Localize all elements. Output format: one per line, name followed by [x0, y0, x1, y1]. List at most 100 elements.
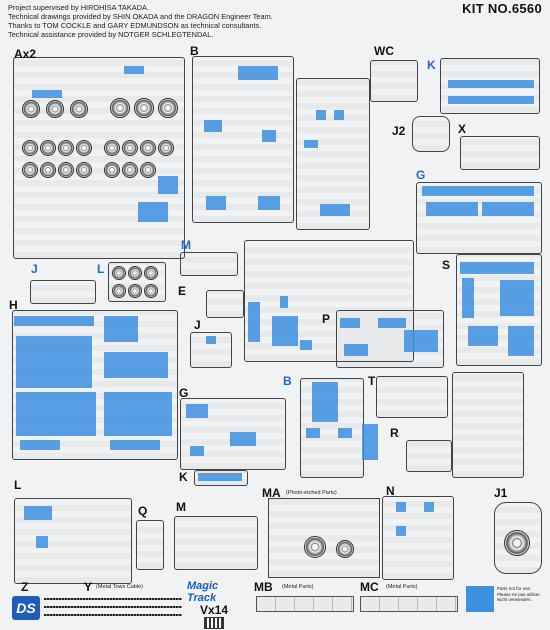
credit-line: Technical drawings provided by SHIN OKAD…: [8, 12, 273, 21]
sprue-label-k: K: [427, 58, 436, 72]
wheel-part: [76, 162, 92, 178]
wheel-part: [112, 266, 126, 280]
magic-track-logo: Magic Track: [187, 580, 219, 604]
highlight-part: [396, 502, 406, 512]
sprue-label-s: S: [442, 258, 451, 272]
highlight-part: [422, 186, 534, 196]
sprue-label-g-mid: G: [179, 386, 189, 400]
highlight-part: [316, 110, 326, 120]
highlight-part: [312, 382, 338, 422]
highlight-part: [468, 326, 498, 346]
sprue-label-j: J: [31, 262, 38, 276]
sprue-n: [382, 496, 454, 580]
wheel-part: [128, 284, 142, 298]
legend-line: Please ne pas utiliser.: [497, 591, 541, 597]
highlight-part: [104, 392, 172, 436]
highlight-part: [344, 344, 368, 356]
sprue-m: [180, 252, 238, 276]
highlight-part: [262, 130, 276, 142]
sprue-sub-mb: (Metal Parts): [282, 584, 314, 590]
sprue-label-m: M: [181, 238, 191, 252]
wheel-part: [22, 100, 40, 118]
highlight-part: [204, 120, 222, 132]
sprue-m-bot: [174, 516, 258, 570]
highlight-part: [14, 316, 94, 326]
sprue-label-b: B: [190, 44, 199, 58]
highlight-part: [16, 392, 96, 436]
sprue-a: [13, 57, 185, 259]
sprue-label-p: P: [322, 312, 331, 326]
track-link-icon: [204, 617, 224, 629]
highlight-part: [238, 66, 278, 80]
sprue-x: [460, 136, 540, 170]
highlight-part: [258, 196, 280, 210]
legend-line: Nicht verwenden.: [497, 597, 532, 603]
sprue-label-x: X: [458, 122, 467, 136]
sprue-label-ax2: Ax2: [14, 47, 37, 61]
wheel-part: [104, 140, 120, 156]
highlight-part: [426, 202, 478, 216]
highlight-part: [396, 526, 406, 536]
highlight-part: [462, 278, 474, 318]
highlight-part: [424, 502, 434, 512]
credit-line: Project supervised by HIROHISA TAKADA.: [8, 3, 150, 12]
sprue-right-tall: [452, 372, 524, 478]
highlight-part: [16, 336, 92, 388]
wheel-part: [122, 162, 138, 178]
highlight-part: [508, 326, 534, 356]
sprue-label-r: R: [390, 426, 399, 440]
wheel-part: [158, 98, 178, 118]
highlight-part: [280, 296, 288, 308]
highlight-part: [304, 140, 318, 148]
highlight-part: [206, 336, 216, 344]
wheel-part: [40, 162, 56, 178]
etched-disc: [304, 536, 326, 558]
sprue-label-z: Z: [21, 580, 29, 594]
hatch-ring: [504, 530, 530, 556]
highlight-part: [306, 428, 320, 438]
sprue-sub-y: (Metal Tows Cable): [96, 584, 143, 590]
kit-number: KIT NO.6560: [462, 1, 542, 16]
credit-line: Thanks to TOM COCKLE and GARY EDMUNDSON …: [8, 21, 262, 30]
wheel-part: [46, 100, 64, 118]
sprue-label-q: Q: [138, 504, 148, 518]
highlight-part: [158, 176, 178, 194]
etched-disc: [336, 540, 354, 558]
sprue-label-e: E: [178, 284, 187, 298]
sprue-label-wc: WC: [374, 44, 394, 58]
highlight-part: [32, 90, 62, 98]
highlight-part: [248, 302, 260, 342]
highlight-part: [404, 330, 438, 352]
highlight-part: [110, 440, 160, 450]
wheel-part: [140, 140, 156, 156]
wheel-part: [122, 140, 138, 156]
highlight-part: [334, 110, 344, 120]
highlight-part: [138, 202, 168, 222]
wheel-part: [70, 100, 88, 118]
highlight-part: [104, 352, 168, 378]
wheel-part: [22, 140, 38, 156]
sprue-r: [406, 440, 452, 472]
sprue-label-j1: J1: [494, 486, 508, 500]
sprue-label-b-mid: B: [283, 374, 292, 388]
highlight-part: [186, 404, 208, 418]
metal-strip-mc: [360, 596, 458, 612]
sprue-label-mc: MC: [360, 580, 379, 594]
highlight-part: [230, 432, 256, 446]
sprue-label-m-bot: M: [176, 500, 186, 514]
wheel-part: [40, 140, 56, 156]
sprue-label-l-bot: L: [14, 478, 22, 492]
tow-cable: [44, 598, 182, 600]
sprue-b: [192, 56, 294, 223]
tow-cable: [44, 606, 182, 608]
sprue-label-t: T: [368, 374, 376, 388]
wheel-part: [158, 140, 174, 156]
wheel-part: [58, 140, 74, 156]
sprue-label-j2: J2: [392, 124, 406, 138]
highlight-part: [482, 202, 534, 216]
highlight-part: [320, 204, 350, 216]
unused-parts-legend: Parts not for use. Please ne pas utilise…: [497, 586, 541, 603]
wheel-part: [134, 98, 154, 118]
wheel-part: [22, 162, 38, 178]
highlight-part: [36, 536, 48, 548]
